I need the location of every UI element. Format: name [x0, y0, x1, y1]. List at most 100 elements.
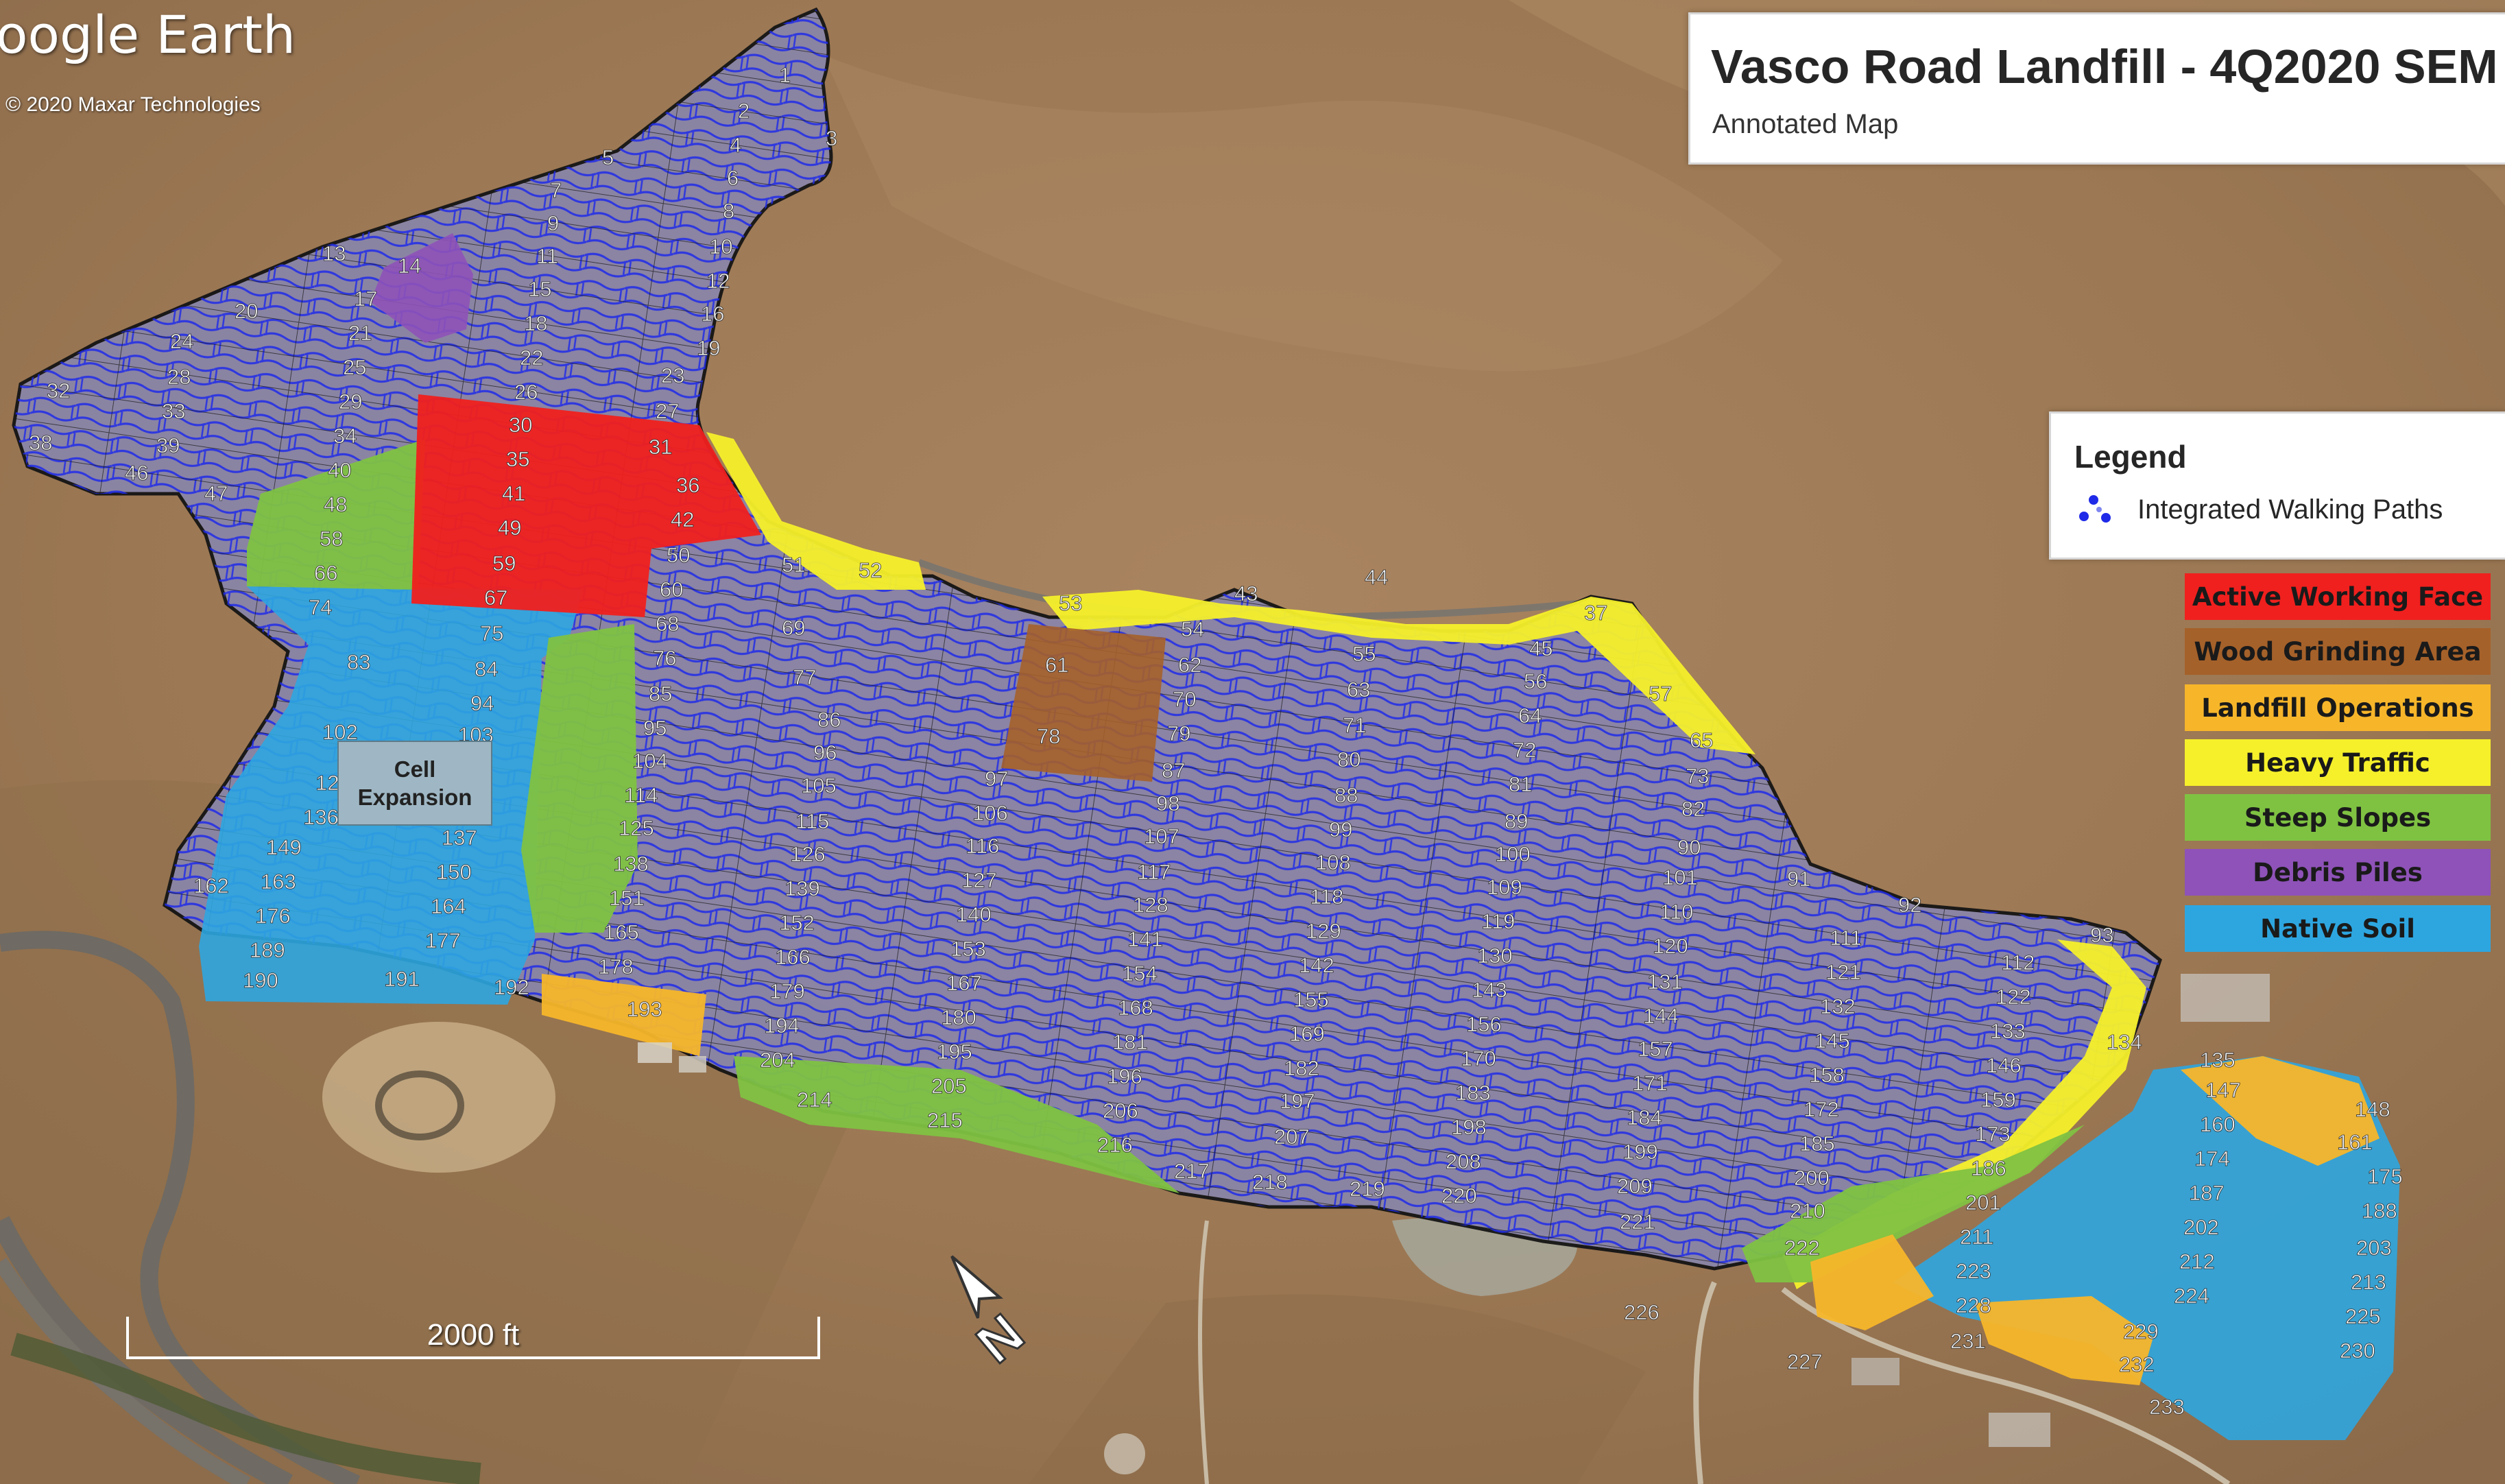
grid-cell-label: 190 — [243, 968, 278, 992]
grid-cell-label: 36 — [676, 473, 699, 497]
grid-cell-label: 66 — [314, 561, 337, 585]
grid-cell-label: 52 — [859, 558, 882, 582]
grid-cell-label: 214 — [797, 1088, 832, 1112]
grid-cell-label: 79 — [1167, 721, 1190, 745]
grid-cell-label: 217 — [1174, 1159, 1210, 1183]
zone-active-working-face[interactable] — [411, 394, 761, 617]
grid-cell-label: 50 — [667, 543, 690, 567]
zone-native-soil-east[interactable] — [1893, 1056, 2400, 1440]
grid-cell-label: 90 — [1677, 835, 1701, 859]
grid-cell-label: 220 — [1441, 1184, 1477, 1208]
grid-cell-label: 28 — [167, 365, 191, 389]
zone-steep-slopes-south[interactable] — [734, 1056, 1179, 1193]
zone-landfill-ops-east[interactable] — [2181, 1056, 2380, 1166]
grid-cell-label: 191 — [384, 967, 420, 991]
grid-cell-label: 23 — [661, 363, 684, 387]
grid-cell-label: 15 — [528, 277, 551, 301]
grid-cell-label: 176 — [255, 904, 291, 928]
grid-cell-label: 43 — [1234, 582, 1258, 606]
grid-cell-label: 198 — [1451, 1115, 1487, 1139]
grid-cell-label: 85 — [649, 682, 672, 706]
grid-cell-label: 54 — [1181, 617, 1204, 641]
grid-cell-label: 134 — [2107, 1030, 2142, 1054]
grid-cell-label: 168 — [1118, 996, 1153, 1020]
grid-cell-label: 162 — [193, 874, 229, 898]
scale-bar: 2000 ft — [126, 1317, 820, 1359]
pond — [375, 1070, 464, 1140]
grid-cell-label: 192 — [494, 975, 529, 999]
zone-steep-slopes-west[interactable] — [247, 439, 425, 590]
grid-cell-label: 112 — [2001, 950, 2035, 974]
grid-cell-label: 24 — [170, 329, 193, 353]
grid-cell-label: 70 — [1173, 687, 1196, 711]
grid-cell-label: 155 — [1293, 988, 1329, 1012]
zone-heavy-traffic-north[interactable] — [706, 432, 926, 590]
grid-cell-label: 132 — [1820, 994, 1856, 1018]
grid-cell-label: 57 — [1649, 682, 1672, 706]
grid-cell-label: 2 — [738, 99, 750, 123]
zone-steep-slopes-east[interactable] — [1742, 1125, 2085, 1282]
grid-cell-label: 174 — [2194, 1147, 2230, 1171]
grid-cell-label: 44 — [1365, 565, 1388, 589]
zone-key-active-working-face: Active Working Face — [2185, 573, 2491, 620]
grid-cell-label: 171 — [1632, 1071, 1668, 1095]
zone-key-heavy-traffic: Heavy Traffic — [2185, 739, 2491, 786]
grid-cell-label: 145 — [1814, 1029, 1850, 1053]
google-earth-logo: oogle Earth — [0, 4, 296, 65]
grid-cell-label: 102 — [322, 720, 358, 744]
grid-cell-label: 14 — [398, 254, 421, 278]
grid-cell-label: 208 — [1446, 1149, 1481, 1173]
zone-debris-piles[interactable] — [370, 233, 473, 343]
grid-cell-label: 1 — [779, 63, 791, 87]
grid-cell-label: 83 — [347, 650, 370, 674]
grid-cell-label: 232 — [2119, 1352, 2155, 1376]
grid-cell-label: 60 — [660, 577, 683, 601]
grid-cell-label: 32 — [47, 379, 70, 403]
grid-cell-label: 184 — [1627, 1105, 1662, 1129]
zone-landfill-ops-west[interactable] — [542, 974, 706, 1056]
grid-cell-label: 56 — [1524, 669, 1547, 693]
grid-cell-label: 185 — [1799, 1132, 1835, 1156]
grid-cell-label: 65 — [1690, 728, 1713, 752]
zone-landfill-ops-east[interactable] — [1810, 1234, 1934, 1330]
grid-cell-label: 131 — [1647, 970, 1683, 994]
grid-cell-label: 223 — [1956, 1259, 1991, 1283]
grid-cell-label: 116 — [966, 834, 999, 858]
grid-cell-label: 80 — [1337, 747, 1361, 771]
grid-cell-label: 188 — [2362, 1199, 2397, 1223]
grid-cell-label: 181 — [1112, 1030, 1148, 1054]
facility-building — [638, 1042, 672, 1063]
zone-steep-slopes-west[interactable] — [521, 624, 638, 933]
grid-cell-label: 137 — [442, 826, 477, 850]
zone-landfill-ops-east[interactable] — [1975, 1296, 2153, 1385]
grid-cell-label: 12 — [706, 269, 730, 293]
grid-cell-label: 40 — [328, 458, 351, 482]
zone-key-native-soil: Native Soil — [2185, 905, 2491, 952]
grid-cell-label: 45 — [1529, 636, 1553, 660]
grid-cell-label: 26 — [514, 380, 538, 404]
facility-building — [2181, 974, 2270, 1022]
zone-heavy-traffic-north[interactable] — [1042, 590, 1755, 754]
grid-cell-label: 148 — [2355, 1097, 2390, 1121]
grid-cell-label: 46 — [125, 461, 148, 485]
grid-cell-label: 51 — [782, 553, 805, 577]
grid-cell-label: 76 — [653, 646, 676, 670]
grid-cell-label: 201 — [1965, 1190, 2001, 1214]
grid-cell-label: 173 — [1975, 1122, 2011, 1146]
pond — [322, 1022, 555, 1173]
grid-cell-label: 167 — [946, 971, 982, 995]
grid-cell-label: 88 — [1334, 783, 1358, 807]
grid-cell-label: 13 — [322, 241, 346, 265]
grid-cell-label: 84 — [475, 657, 498, 681]
grid-cell-label: 38 — [29, 431, 52, 455]
grid-cell-label: 97 — [985, 767, 1008, 791]
grid-cell-label: 196 — [1107, 1064, 1142, 1088]
grid-cell-label: 55 — [1352, 642, 1376, 666]
grid-cell-label: 16 — [701, 302, 724, 326]
grid-cell-label: 89 — [1505, 809, 1528, 833]
grid-cell-label: 47 — [204, 481, 228, 505]
zone-wood-grinding[interactable] — [1001, 624, 1166, 782]
grid-cell-label: 27 — [656, 399, 679, 423]
grid-cell-label: 177 — [425, 929, 461, 953]
grid-cell-label: 170 — [1461, 1046, 1496, 1070]
